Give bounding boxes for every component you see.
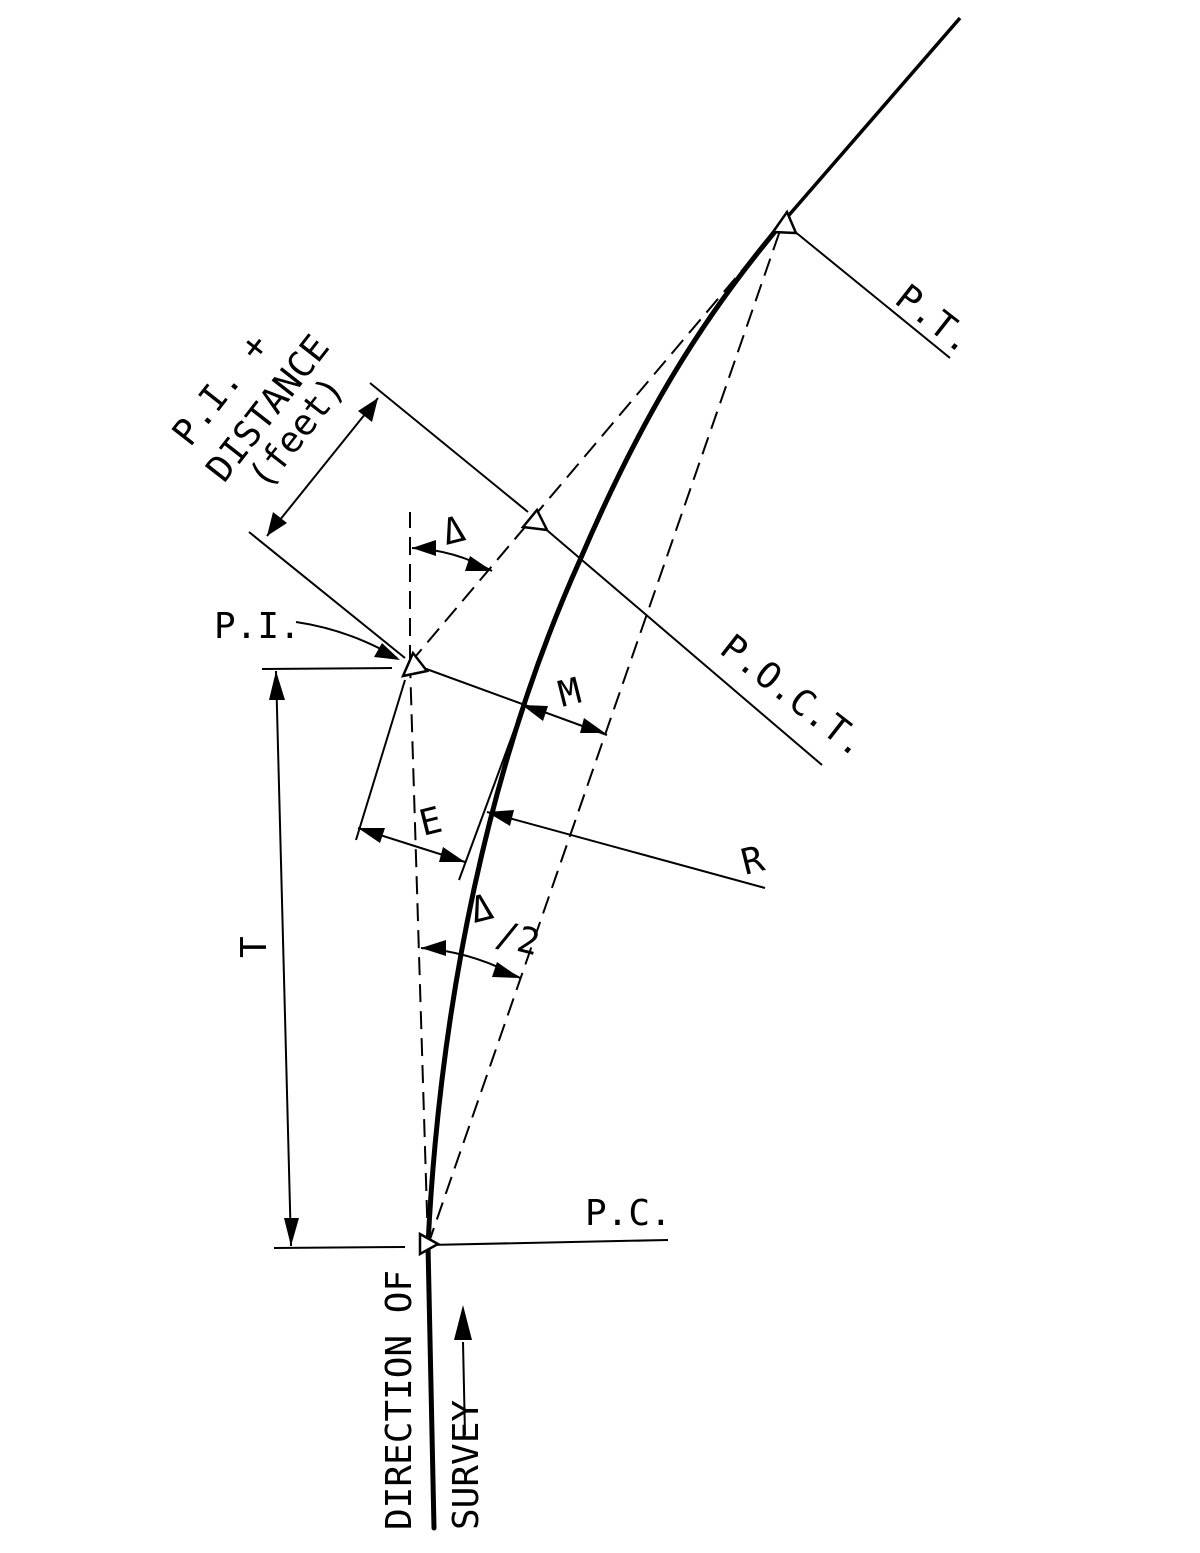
pc-leader-line (427, 1239, 669, 1246)
poct-marker (520, 507, 550, 532)
back-tangent-line (425, 1242, 437, 1531)
pi-distance-extension-upper (369, 382, 529, 513)
e-label: E (415, 800, 446, 845)
m-arrow-curve (522, 705, 548, 721)
half-delta-arrow-left (421, 940, 446, 956)
pt-leader-line (782, 221, 951, 359)
pi-leader-arrow (374, 643, 400, 660)
pi-marker (400, 650, 430, 678)
e-arrow-left (358, 828, 385, 843)
pc-label: P.C. (585, 1193, 672, 1234)
t-dimension-line (275, 670, 292, 1247)
survey-direction-arrowhead (454, 1305, 472, 1340)
delta-label: Δ (438, 509, 469, 554)
forward-tangent-dashed (409, 221, 784, 664)
half-delta-denominator: /2 (492, 914, 544, 964)
m-reference-line (409, 662, 608, 736)
pc-marker (418, 1231, 441, 1257)
back-tangent-dashed (409, 662, 429, 1246)
pi-distance-dimension-line (266, 397, 379, 537)
t-arrow-top (269, 671, 285, 700)
survey-label: SURVEY (446, 1400, 487, 1530)
direction-of-label: DIRECTION OF (379, 1270, 420, 1530)
t-extension-upper (261, 667, 393, 670)
delta-arc-arrow-left (412, 540, 436, 556)
pi-label: P.I. (214, 606, 301, 647)
curve-arc (425, 219, 786, 1248)
poct-label: P.O.C.T. (712, 627, 874, 766)
t-extension-lower (273, 1246, 406, 1249)
poct-leader-line (534, 519, 823, 766)
e-extension-left (355, 679, 406, 841)
m-label: M (554, 671, 585, 716)
pi-distance-arrow-bottom (267, 512, 287, 536)
pi-distance-extension-lower (248, 531, 406, 659)
e-arrow-right (439, 847, 465, 862)
r-label: R (737, 839, 768, 884)
pt-marker (770, 209, 798, 235)
pi-distance-arrow-top (358, 398, 378, 422)
forward-tangent-line (781, 16, 962, 224)
survey-direction-arrow-shaft (462, 1341, 466, 1436)
half-delta-arrow-right (492, 962, 520, 978)
t-arrow-bottom (284, 1218, 299, 1246)
pt-label: P.T. (887, 277, 981, 363)
e-extension-right (458, 727, 516, 881)
r-leader-line (486, 811, 766, 889)
t-label: T (234, 936, 275, 958)
r-arrow (487, 810, 514, 826)
half-delta-numerator: Δ (466, 887, 497, 932)
delta-arc-arrow-right (465, 556, 492, 571)
m-arrow-chord (580, 718, 605, 733)
